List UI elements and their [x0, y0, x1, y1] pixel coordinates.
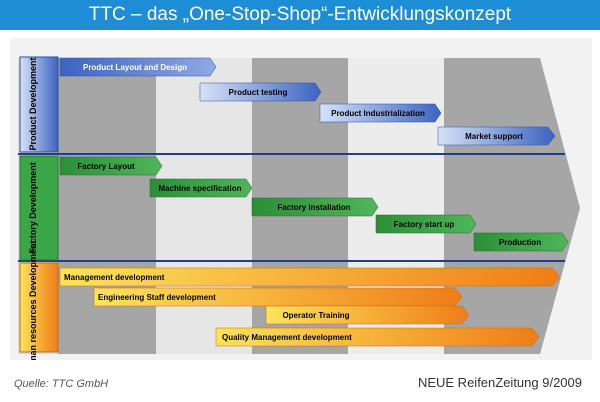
- band-label-hr: Human resources Development: [28, 240, 38, 360]
- arrow-label: Product Layout and Design: [83, 63, 187, 72]
- arrow-label: Engineering Staff development: [98, 293, 216, 302]
- arrow-label: Product Industrialization: [331, 109, 425, 118]
- arrow-label: Management development: [64, 273, 165, 282]
- band-label-box-product: [19, 56, 59, 153]
- band-label-box-hr: [19, 262, 59, 353]
- arrow-factory-layout: [59, 156, 163, 176]
- arrow-engineering-staff-development: [93, 287, 463, 307]
- arrow-label: Product testing: [229, 88, 288, 97]
- source-credit: Quelle: TTC GmbH: [14, 378, 109, 390]
- arrow-label: Operator Training: [282, 311, 349, 320]
- diagram-canvas: Product Development Factory Development …: [18, 56, 580, 360]
- band-label-product: Product Development: [28, 57, 38, 150]
- publisher-credit: NEUE ReifenZeitung 9/2009: [417, 375, 582, 390]
- process-diagram: Product Development Factory Development …: [10, 38, 592, 360]
- page-title: TTC – das „One-Stop-Shop“-Entwicklungsko…: [0, 0, 600, 30]
- phase-column-2: [156, 58, 252, 354]
- arrow-label: Production: [499, 238, 541, 247]
- arrow-production: [473, 232, 569, 252]
- arrow-label: Factory start up: [394, 220, 455, 229]
- arrow-factory-start-up: [375, 214, 477, 234]
- arrow-label: Factory Layout: [77, 162, 135, 171]
- arrow-product-layout: [59, 57, 217, 77]
- arrow-label: Market support: [465, 132, 523, 141]
- arrow-product-industrialization: [319, 103, 442, 123]
- arrow-machine-specification: [149, 178, 253, 198]
- arrow-factory-installation: [251, 197, 379, 217]
- arrow-product-testing: [199, 82, 322, 102]
- arrow-label: Quality Management development: [222, 333, 352, 342]
- arrow-market-support: [437, 126, 556, 146]
- arrow-label: Machine specification: [158, 184, 241, 193]
- phase-column-1: [58, 58, 156, 354]
- band-label-factory: Factory Development: [28, 162, 38, 254]
- arrow-management-development: [59, 267, 561, 287]
- arrow-label: Factory installation: [277, 203, 350, 212]
- arrow-quality-management-development: [215, 327, 540, 347]
- band-label-box-factory: [19, 155, 59, 261]
- arrow-operator-training: [265, 305, 470, 325]
